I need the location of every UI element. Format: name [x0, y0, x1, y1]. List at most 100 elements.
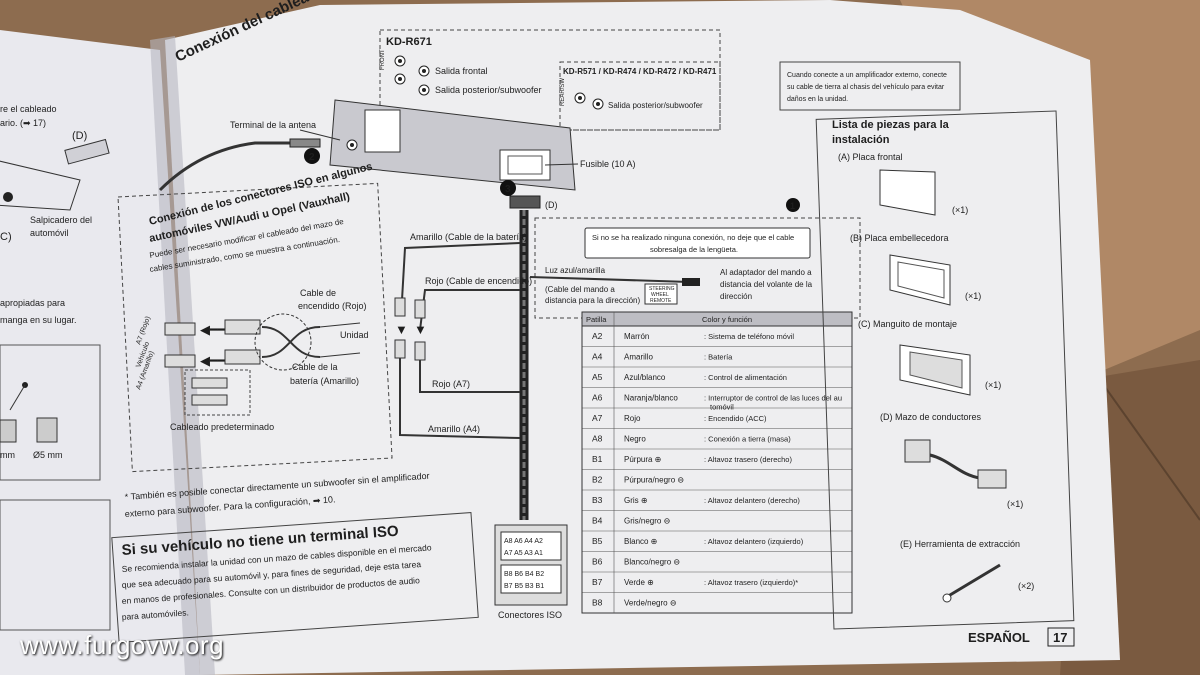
pin-table-pin: B7	[592, 577, 603, 587]
pin-table-border	[581, 311, 853, 614]
svg-text:Cable de la: Cable de la	[292, 362, 338, 372]
svg-text:REMOTE: REMOTE	[650, 298, 672, 304]
pin-table-color: Negro	[624, 435, 646, 444]
pin-table-color: Púrpura/negro ⊖	[624, 476, 684, 485]
pin-table-pin: A5	[592, 372, 603, 382]
svg-text:REAR/SW: REAR/SW	[560, 78, 566, 106]
svg-text:B7 B5 B3 B1: B7 B5 B3 B1	[504, 583, 544, 590]
svg-text:A7 A5 A3 A1: A7 A5 A3 A1	[504, 550, 543, 557]
svg-text:apropiadas para: apropiadas para	[0, 298, 65, 308]
svg-text:re el cableado: re el cableado	[0, 104, 57, 114]
svg-text:mm: mm	[0, 450, 15, 460]
svg-text:(D) Mazo de conductores: (D) Mazo de conductores	[880, 412, 982, 422]
pin-table-color: Blanco ⊕	[624, 537, 657, 546]
svg-text:dirección: dirección	[720, 292, 752, 301]
svg-text:▼: ▼	[395, 322, 408, 337]
svg-text:(E) Herramienta de extracción: (E) Herramienta de extracción	[900, 539, 1020, 549]
svg-text:sobresalga de la lengüeta.: sobresalga de la lengüeta.	[650, 245, 738, 254]
svg-text:Salida frontal: Salida frontal	[435, 66, 488, 76]
pin-table-color: Gris/negro ⊖	[624, 517, 670, 526]
svg-text:(×1): (×1)	[985, 380, 1001, 390]
pin-table-color: Amarillo	[624, 353, 653, 362]
pin-table-color: Rojo	[624, 414, 641, 423]
parts-list: Lista de piezas para la instalación (A) …	[815, 110, 1075, 630]
pin-table-header-function: Color y función	[702, 315, 752, 324]
pin-table-pin: A2	[592, 331, 603, 341]
svg-text:Terminal de la antena: Terminal de la antena	[230, 120, 316, 130]
pin-table-function: : Sistema de teléfono móvil	[704, 332, 794, 341]
svg-text:KD-R571 / KD-R474 / KD-R472 /: KD-R571 / KD-R474 / KD-R472 / KD-R471	[563, 67, 717, 76]
pin-table-function: : Altavoz delantero (derecho)	[704, 496, 800, 505]
svg-text:(A) Placa frontal: (A) Placa frontal	[838, 152, 903, 162]
language-label: ESPAÑOL	[968, 630, 1030, 645]
svg-text:(C) Manguito de montaje: (C) Manguito de montaje	[858, 319, 957, 329]
svg-text:Rojo (A7): Rojo (A7)	[432, 379, 470, 389]
svg-text:Lista de piezas para la: Lista de piezas para la	[832, 119, 950, 131]
svg-text:automóvil: automóvil	[30, 228, 69, 238]
pin-table-color: Marrón	[624, 332, 649, 341]
pin-table-function: : Altavoz delantero (izquierdo)	[704, 537, 804, 546]
svg-text:(Cable del mando a: (Cable del mando a	[545, 285, 615, 294]
pin-table-pin: B1	[592, 454, 603, 464]
svg-text:▼: ▼	[414, 322, 427, 337]
steering-remote: 1 Si no se ha realizado ninguna conexión…	[529, 198, 861, 319]
iso-modification-box: Conexión de los conectores ISO en alguno…	[117, 161, 393, 473]
amp-note: Cuando conecte a un amplificador externo…	[779, 61, 961, 111]
svg-text:B8 B6 B4 B2: B8 B6 B4 B2	[504, 571, 544, 578]
svg-text:STEERING: STEERING	[649, 286, 675, 292]
pin-table-pin: B2	[592, 475, 603, 485]
svg-text:Ø5 mm: Ø5 mm	[33, 450, 63, 460]
pin-table-color: Blanco/negro ⊖	[624, 558, 680, 567]
pin-table-color: Verde/negro ⊖	[624, 599, 677, 608]
pin-table-header-pin: Patilla	[586, 315, 607, 324]
svg-text:Salida posterior/subwoofer: Salida posterior/subwoofer	[435, 85, 542, 95]
svg-text:◀━━: ◀━━	[200, 353, 226, 368]
pin-table-function: : Control de alimentación	[704, 373, 787, 382]
svg-text:WHEEL: WHEEL	[651, 292, 669, 298]
svg-text:(×1): (×1)	[1007, 499, 1023, 509]
svg-text:A8 A6 A4 A2: A8 A6 A4 A2	[504, 538, 543, 545]
svg-text:Salida posterior/subwoofer: Salida posterior/subwoofer	[608, 101, 703, 110]
pin-table-pin: A7	[592, 413, 603, 423]
svg-text:Fusible (10 A): Fusible (10 A)	[580, 159, 636, 169]
svg-text:Al adaptador del mando a: Al adaptador del mando a	[720, 268, 812, 277]
svg-text:(D): (D)	[545, 200, 558, 210]
pin-table-pin: B6	[592, 557, 603, 567]
svg-text:(×2): (×2)	[1018, 581, 1034, 591]
svg-text:Amarillo (A4): Amarillo (A4)	[428, 424, 480, 434]
pin-table-pin: A6	[592, 393, 603, 403]
svg-text:◀━━: ◀━━	[200, 322, 226, 337]
wire-harness: ▼ ▼ Amarillo (Cable de la batería) Rojo …	[394, 210, 568, 620]
pin-table-pin: B4	[592, 516, 603, 526]
pin-table-function: : Conexión a tierra (masa)	[704, 435, 791, 444]
svg-text:(×1): (×1)	[965, 291, 981, 301]
svg-text:manga en su lugar.: manga en su lugar.	[0, 315, 77, 325]
svg-text:distancia del volante de la: distancia del volante de la	[720, 280, 813, 289]
pin-table-pin: A4	[592, 352, 603, 362]
svg-text:Unidad: Unidad	[340, 330, 369, 340]
svg-text:Amarillo (Cable de la batería): Amarillo (Cable de la batería)	[410, 232, 527, 242]
left-page-content: re el cableado ario. (➡ 17) (D) Salpicad…	[0, 104, 111, 631]
svg-text:para automóviles.: para automóviles.	[121, 607, 189, 622]
pin-table-color: Púrpura ⊕	[624, 455, 661, 464]
pin-table-pin: A8	[592, 434, 603, 444]
pin-table-color: Verde ⊕	[624, 578, 654, 587]
pin-table-function: : Altavoz trasero (izquierdo)*	[704, 578, 798, 587]
svg-text:2: 2	[309, 152, 315, 163]
svg-text:instalación: instalación	[832, 134, 890, 146]
svg-text:3: 3	[505, 184, 511, 195]
radio-unit: Terminal de la antena 2 Fusible (10 A) 3…	[158, 99, 636, 210]
svg-text:KD-R671: KD-R671	[386, 36, 432, 48]
page-number-box	[1047, 627, 1075, 647]
svg-text:batería (Amarillo): batería (Amarillo)	[290, 376, 359, 386]
pin-table-function: : Altavoz trasero (derecho)	[704, 455, 792, 464]
pin-table-color: Gris ⊕	[624, 496, 648, 505]
svg-text:Cable de: Cable de	[300, 288, 336, 298]
svg-text:su cable de tierra al chasis d: su cable de tierra al chasis del vehícul…	[787, 84, 945, 91]
pin-table-function-cont: tomóvil	[710, 403, 734, 412]
svg-text:Rojo (Cable de encendido): Rojo (Cable de encendido)	[425, 276, 532, 286]
svg-text:FRONT: FRONT	[380, 49, 386, 70]
svg-text:Conectores ISO: Conectores ISO	[498, 610, 562, 620]
page-number: 17	[1053, 630, 1067, 645]
